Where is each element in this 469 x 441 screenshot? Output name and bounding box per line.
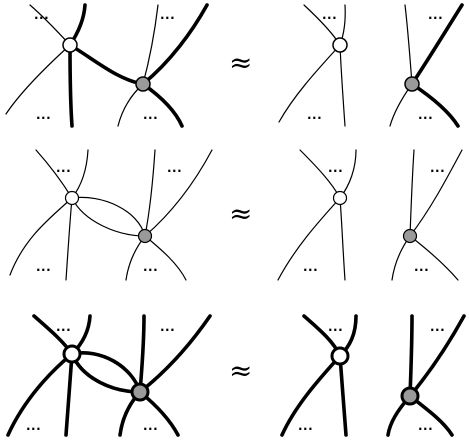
white-node xyxy=(64,190,80,206)
edge xyxy=(144,149,213,237)
ellipsis-label: ... xyxy=(322,8,337,22)
row-3-right: ... ... ... ... xyxy=(280,314,466,437)
edge xyxy=(278,44,341,123)
edge xyxy=(404,4,413,85)
ellipsis-label: ... xyxy=(418,108,433,122)
ellipsis-label: ... xyxy=(428,8,443,22)
white-node xyxy=(62,37,78,53)
edge xyxy=(409,149,463,237)
white-node xyxy=(332,37,348,53)
gray-node xyxy=(404,76,420,92)
edge xyxy=(338,354,348,437)
ellipsis-label: ... xyxy=(26,419,41,433)
ellipsis-label: ... xyxy=(430,320,445,334)
edge xyxy=(138,314,146,394)
white-node xyxy=(332,190,348,206)
approx-symbol: ≈ xyxy=(229,354,252,387)
gray-node xyxy=(135,76,151,92)
ellipsis-label: ... xyxy=(143,260,158,274)
row-3-left: ... ... ... ... xyxy=(6,314,212,437)
edge xyxy=(138,314,212,394)
ellipsis-label: ... xyxy=(56,320,71,334)
edge xyxy=(9,197,73,276)
row-3: ... ... ... ... ≈ ... ... ... ... xyxy=(6,314,466,437)
edge xyxy=(410,3,464,86)
ellipsis-label: ... xyxy=(328,161,343,175)
edge xyxy=(339,197,346,281)
edge xyxy=(68,43,145,86)
edge xyxy=(339,44,346,127)
approx-symbol: ≈ xyxy=(229,46,252,79)
edge xyxy=(64,352,74,437)
ellipsis-label: ... xyxy=(143,108,158,122)
ellipsis-label: ... xyxy=(307,108,322,122)
ellipsis-label: ... xyxy=(167,161,182,175)
ellipsis-label: ... xyxy=(418,419,433,433)
ellipsis-label: ... xyxy=(160,8,175,22)
ellipsis-label: ... xyxy=(34,8,49,22)
ellipsis-label: ... xyxy=(430,161,445,175)
gray-node xyxy=(137,228,153,244)
edge xyxy=(71,196,146,237)
row-1: ... ... ... ... ≈ ... ... ... ... xyxy=(5,3,464,128)
edge xyxy=(68,43,74,128)
row-2: ... ... ... ... ≈ ... ... ... ... xyxy=(9,149,463,281)
edge xyxy=(141,3,209,86)
edge xyxy=(71,197,146,237)
ellipsis-label: ... xyxy=(328,320,343,334)
ellipsis-label: ... xyxy=(36,108,51,122)
approx-symbol: ≈ xyxy=(229,197,252,230)
edge xyxy=(144,149,156,237)
edge xyxy=(71,149,89,199)
white-node xyxy=(62,344,82,364)
gray-node xyxy=(130,382,150,402)
ellipsis-label: ... xyxy=(36,260,51,274)
edge xyxy=(65,197,73,281)
ellipsis-label: ... xyxy=(143,419,158,433)
row-2-left: ... ... ... ... xyxy=(9,149,213,281)
edge xyxy=(5,44,71,115)
gray-node xyxy=(400,386,420,406)
white-node xyxy=(330,346,350,366)
ellipsis-label: ... xyxy=(160,320,175,334)
ellipsis-label: ... xyxy=(414,260,429,274)
edge xyxy=(409,149,415,237)
edge xyxy=(391,235,411,281)
row-1-right: ... ... ... ... xyxy=(278,3,464,128)
edge xyxy=(408,314,414,398)
ellipsis-label: ... xyxy=(303,260,318,274)
row-1-left: ... ... ... ... xyxy=(5,3,209,128)
gray-node xyxy=(402,228,418,244)
row-2-right: ... ... ... ... xyxy=(277,149,463,281)
ellipsis-label: ... xyxy=(56,161,71,175)
ellipsis-label: ... xyxy=(298,419,313,433)
edge xyxy=(277,197,341,281)
